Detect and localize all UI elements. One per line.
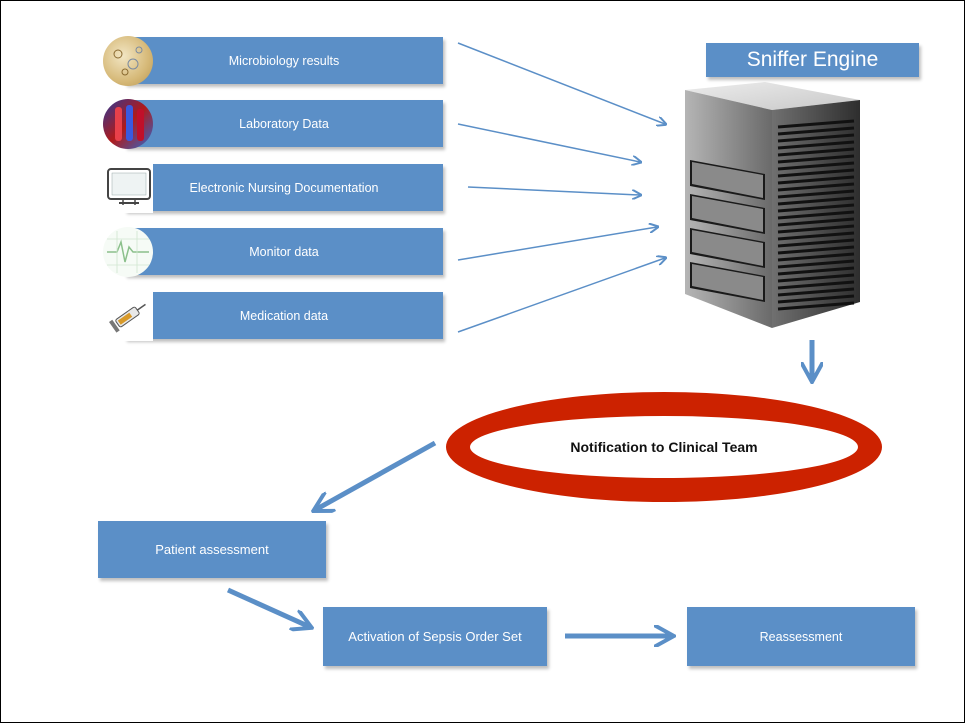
server-tower-icon xyxy=(685,82,860,328)
computer-monitor-icon xyxy=(103,163,153,213)
input-label-laboratory: Laboratory Data xyxy=(239,116,329,131)
microbiology-icon xyxy=(103,36,153,86)
sniffer-engine-label: Sniffer Engine xyxy=(746,48,879,71)
laboratory-tubes-icon xyxy=(103,99,153,149)
reassessment-box: Reassessment xyxy=(687,607,915,666)
input-label-medication: Medication data xyxy=(239,308,329,323)
sepsis-order-set-label: Activation of Sepsis Order Set xyxy=(348,629,522,644)
arrow-nursing-to-engine xyxy=(467,186,640,195)
arrow-medication-to-engine xyxy=(457,258,665,333)
input-label-nursing-documentation: Electronic Nursing Documentation xyxy=(189,180,379,195)
notification-label: Notification to Clinical Team xyxy=(570,439,758,455)
input-box-medication: Medication data xyxy=(125,292,443,339)
arrow-monitor-to-engine xyxy=(457,227,657,261)
input-label-monitor: Monitor data xyxy=(249,244,319,259)
arrow-microbiology-to-engine xyxy=(457,42,665,124)
patient-assessment-box: Patient assessment xyxy=(98,521,326,578)
input-box-microbiology: Microbiology results xyxy=(125,37,443,84)
ecg-monitor-icon xyxy=(103,227,153,277)
sepsis-order-set-box: Activation of Sepsis Order Set xyxy=(323,607,547,666)
arrow-laboratory-to-engine xyxy=(457,123,640,162)
input-box-laboratory: Laboratory Data xyxy=(125,100,443,147)
input-label-microbiology: Microbiology results xyxy=(228,53,340,68)
syringe-icon xyxy=(103,291,153,341)
sniffer-engine-title: Sniffer Engine xyxy=(706,43,919,77)
arrow-assessment-to-orderset xyxy=(226,587,310,627)
notification-ring: Notification to Clinical Team xyxy=(446,392,882,502)
patient-assessment-label: Patient assessment xyxy=(155,542,269,557)
input-box-monitor: Monitor data xyxy=(125,228,443,275)
reassessment-label: Reassessment xyxy=(759,629,843,644)
input-box-nursing-documentation: Electronic Nursing Documentation xyxy=(125,164,443,211)
arrow-notification-to-assessment xyxy=(315,440,437,510)
